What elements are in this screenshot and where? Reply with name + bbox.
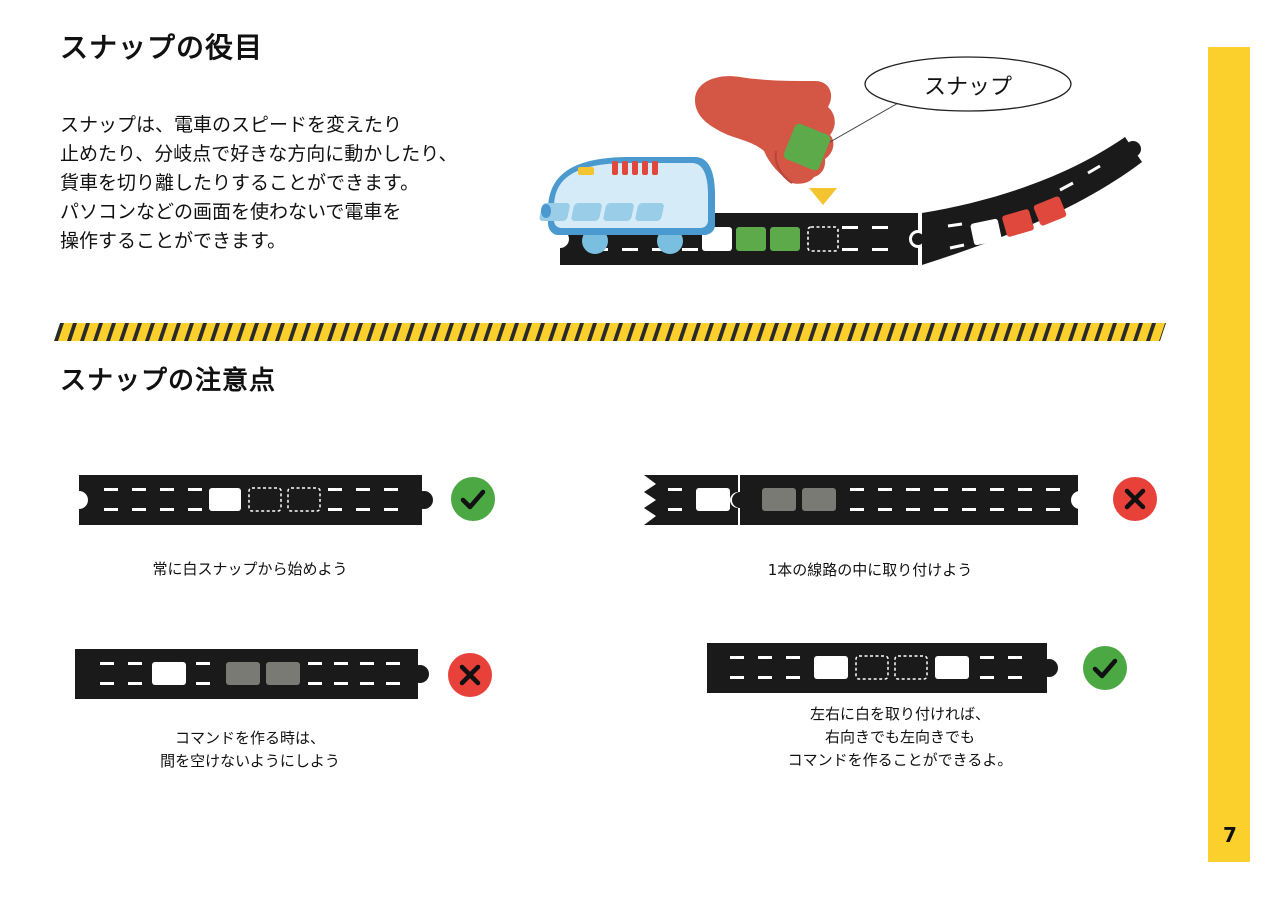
- empty-snap-slot: [855, 655, 889, 680]
- rule-4-diagram: [707, 643, 1058, 693]
- gray-snap: [266, 662, 300, 685]
- rule-1-diagram: [70, 475, 433, 525]
- cross-icon: [1113, 477, 1157, 521]
- red-snap: [1002, 209, 1034, 237]
- hand-holding-snap: [695, 76, 835, 184]
- check-icon: [1083, 646, 1127, 690]
- gray-snap: [762, 488, 796, 511]
- intro-line: 止めたり、分岐点で好きな方向に動かしたり、: [60, 143, 458, 165]
- gray-snap: [802, 488, 836, 511]
- caption-line: 左右に白を取り付ければ、: [809, 705, 990, 723]
- intro-text: スナップは、電車のスピードを変えたり 止めたり、分岐点で好きな方向に動かしたり、…: [60, 111, 530, 256]
- gray-snap: [226, 662, 260, 685]
- caption-line: コマンドを作ることができるよ。: [787, 751, 1013, 769]
- speech-bubble: [864, 56, 1072, 112]
- empty-snap-slot: [807, 226, 839, 252]
- rule-2-diagram: [644, 475, 1089, 525]
- caption-line: コマンドを作る時は、: [174, 729, 325, 747]
- white-snap: [814, 656, 848, 679]
- cross-icon: [448, 653, 492, 697]
- train: [539, 157, 715, 254]
- hero-illustration: [539, 56, 1142, 265]
- white-snap: [152, 662, 186, 685]
- rule-3-diagram: [75, 649, 429, 699]
- empty-snap-slot: [248, 487, 282, 512]
- white-snap: [209, 488, 241, 511]
- green-snap: [770, 227, 800, 251]
- drop-arrow: [809, 188, 837, 205]
- page-number: 7: [1223, 823, 1237, 847]
- caption-line: 間を空けないようにしよう: [160, 752, 340, 770]
- curved-track: [922, 137, 1142, 265]
- intro-line: パソコンなどの画面を使わないで電車を: [60, 201, 402, 223]
- side-bar: [1208, 47, 1250, 862]
- white-snap: [935, 656, 969, 679]
- white-snap: [970, 218, 1002, 246]
- rule-caption: 左右に白を取り付ければ、 右向きでも左向きでも コマンドを作ることができるよ。: [735, 703, 1065, 772]
- empty-snap-slot: [894, 655, 928, 680]
- caption-line: 1本の線路の中に取り付けよう: [767, 561, 973, 579]
- green-snap: [736, 227, 766, 251]
- hazard-divider: [54, 323, 1166, 341]
- white-snap: [696, 488, 730, 511]
- rule-caption: 常に白スナップから始めよう: [100, 558, 400, 581]
- intro-line: 貨車を切り離したりすることができます。: [60, 172, 420, 194]
- rule-caption: コマンドを作る時は、 間を空けないようにしよう: [100, 727, 400, 773]
- check-icon: [451, 477, 495, 521]
- rule-caption: 1本の線路の中に取り付けよう: [720, 559, 1020, 582]
- bubble-label: スナップ: [923, 75, 1012, 100]
- section-title-role: スナップの役目: [60, 31, 264, 64]
- empty-snap-slot: [287, 487, 321, 512]
- section-title-cautions: スナップの注意点: [60, 366, 277, 396]
- bubble-pointer: [829, 101, 901, 143]
- caption-line: 右向きでも左向きでも: [824, 728, 975, 746]
- intro-line: スナップは、電車のスピードを変えたり: [60, 114, 403, 136]
- intro-line: 操作することができます。: [60, 230, 287, 252]
- caption-line: 常に白スナップから始めよう: [152, 560, 348, 578]
- red-snap: [1033, 196, 1067, 226]
